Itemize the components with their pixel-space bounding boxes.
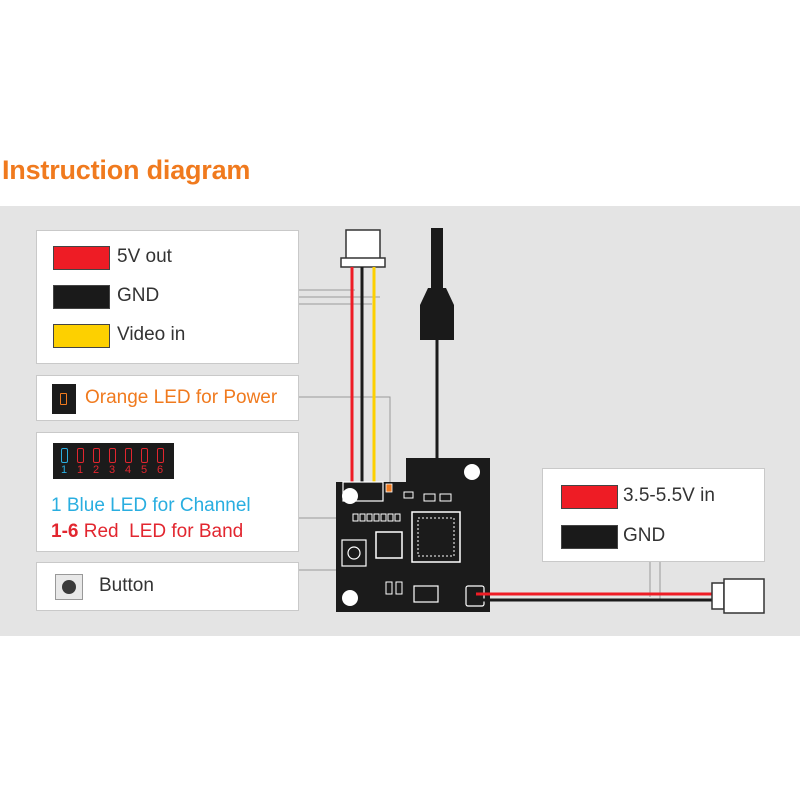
power-black-swatch	[561, 525, 618, 549]
red-led-4	[125, 448, 132, 463]
power-legend-box: 3.5-5.5V in GND	[542, 468, 765, 562]
power-wires	[476, 592, 716, 602]
jst-connector	[340, 229, 386, 268]
antenna	[420, 228, 454, 482]
led-strip: 1 1 2 3 4 5 6	[53, 443, 174, 479]
red-led-description: 1-6 Red LED for Band	[51, 521, 243, 543]
red-led-1	[77, 448, 84, 463]
led-number: 5	[141, 464, 148, 476]
red-led-6	[157, 448, 164, 463]
power-led-box: Orange LED for Power	[36, 375, 299, 421]
signal-wires	[350, 267, 376, 490]
button-icon	[55, 574, 83, 600]
button-box: Button	[36, 562, 299, 611]
led-number: 1	[61, 464, 68, 476]
led-number: 3	[109, 464, 116, 476]
vtx-board	[336, 458, 490, 612]
red-led-text: Red LED for Band	[83, 521, 244, 542]
led-number: 4	[125, 464, 132, 476]
red-wire-swatch	[53, 246, 110, 270]
blue-led-text: Blue LED for Channel	[66, 495, 251, 516]
power-connector	[711, 578, 765, 614]
power-led-label: Orange LED for Power	[85, 387, 278, 408]
legend-power-gnd: GND	[623, 525, 666, 546]
led-number: 1	[77, 464, 84, 476]
black-wire-swatch	[53, 285, 110, 309]
blue-led-description: 1 Blue LED for Channel	[51, 495, 251, 517]
led-number: 2	[93, 464, 100, 476]
blue-led	[61, 448, 68, 463]
diagram-title: Instruction diagram	[2, 155, 251, 185]
legend-5v-out: 5V out	[117, 246, 172, 267]
power-led-icon	[52, 384, 76, 414]
red-led-2	[93, 448, 100, 463]
red-led-3	[109, 448, 116, 463]
legend-gnd: GND	[117, 285, 160, 306]
connector-legend-box: 5V out GND Video in	[36, 230, 299, 364]
led-number: 6	[157, 464, 164, 476]
blue-led-prefix: 1	[51, 495, 62, 516]
channel-led-box: 1 1 2 3 4 5 6 1 Blue LED for Channel 1-6…	[36, 432, 299, 552]
button-label: Button	[99, 575, 154, 596]
yellow-wire-swatch	[53, 324, 110, 348]
power-red-swatch	[561, 485, 618, 509]
red-led-5	[141, 448, 148, 463]
legend-power-in: 3.5-5.5V in	[623, 485, 715, 506]
legend-video-in: Video in	[117, 324, 186, 345]
red-led-prefix: 1-6	[51, 521, 79, 542]
